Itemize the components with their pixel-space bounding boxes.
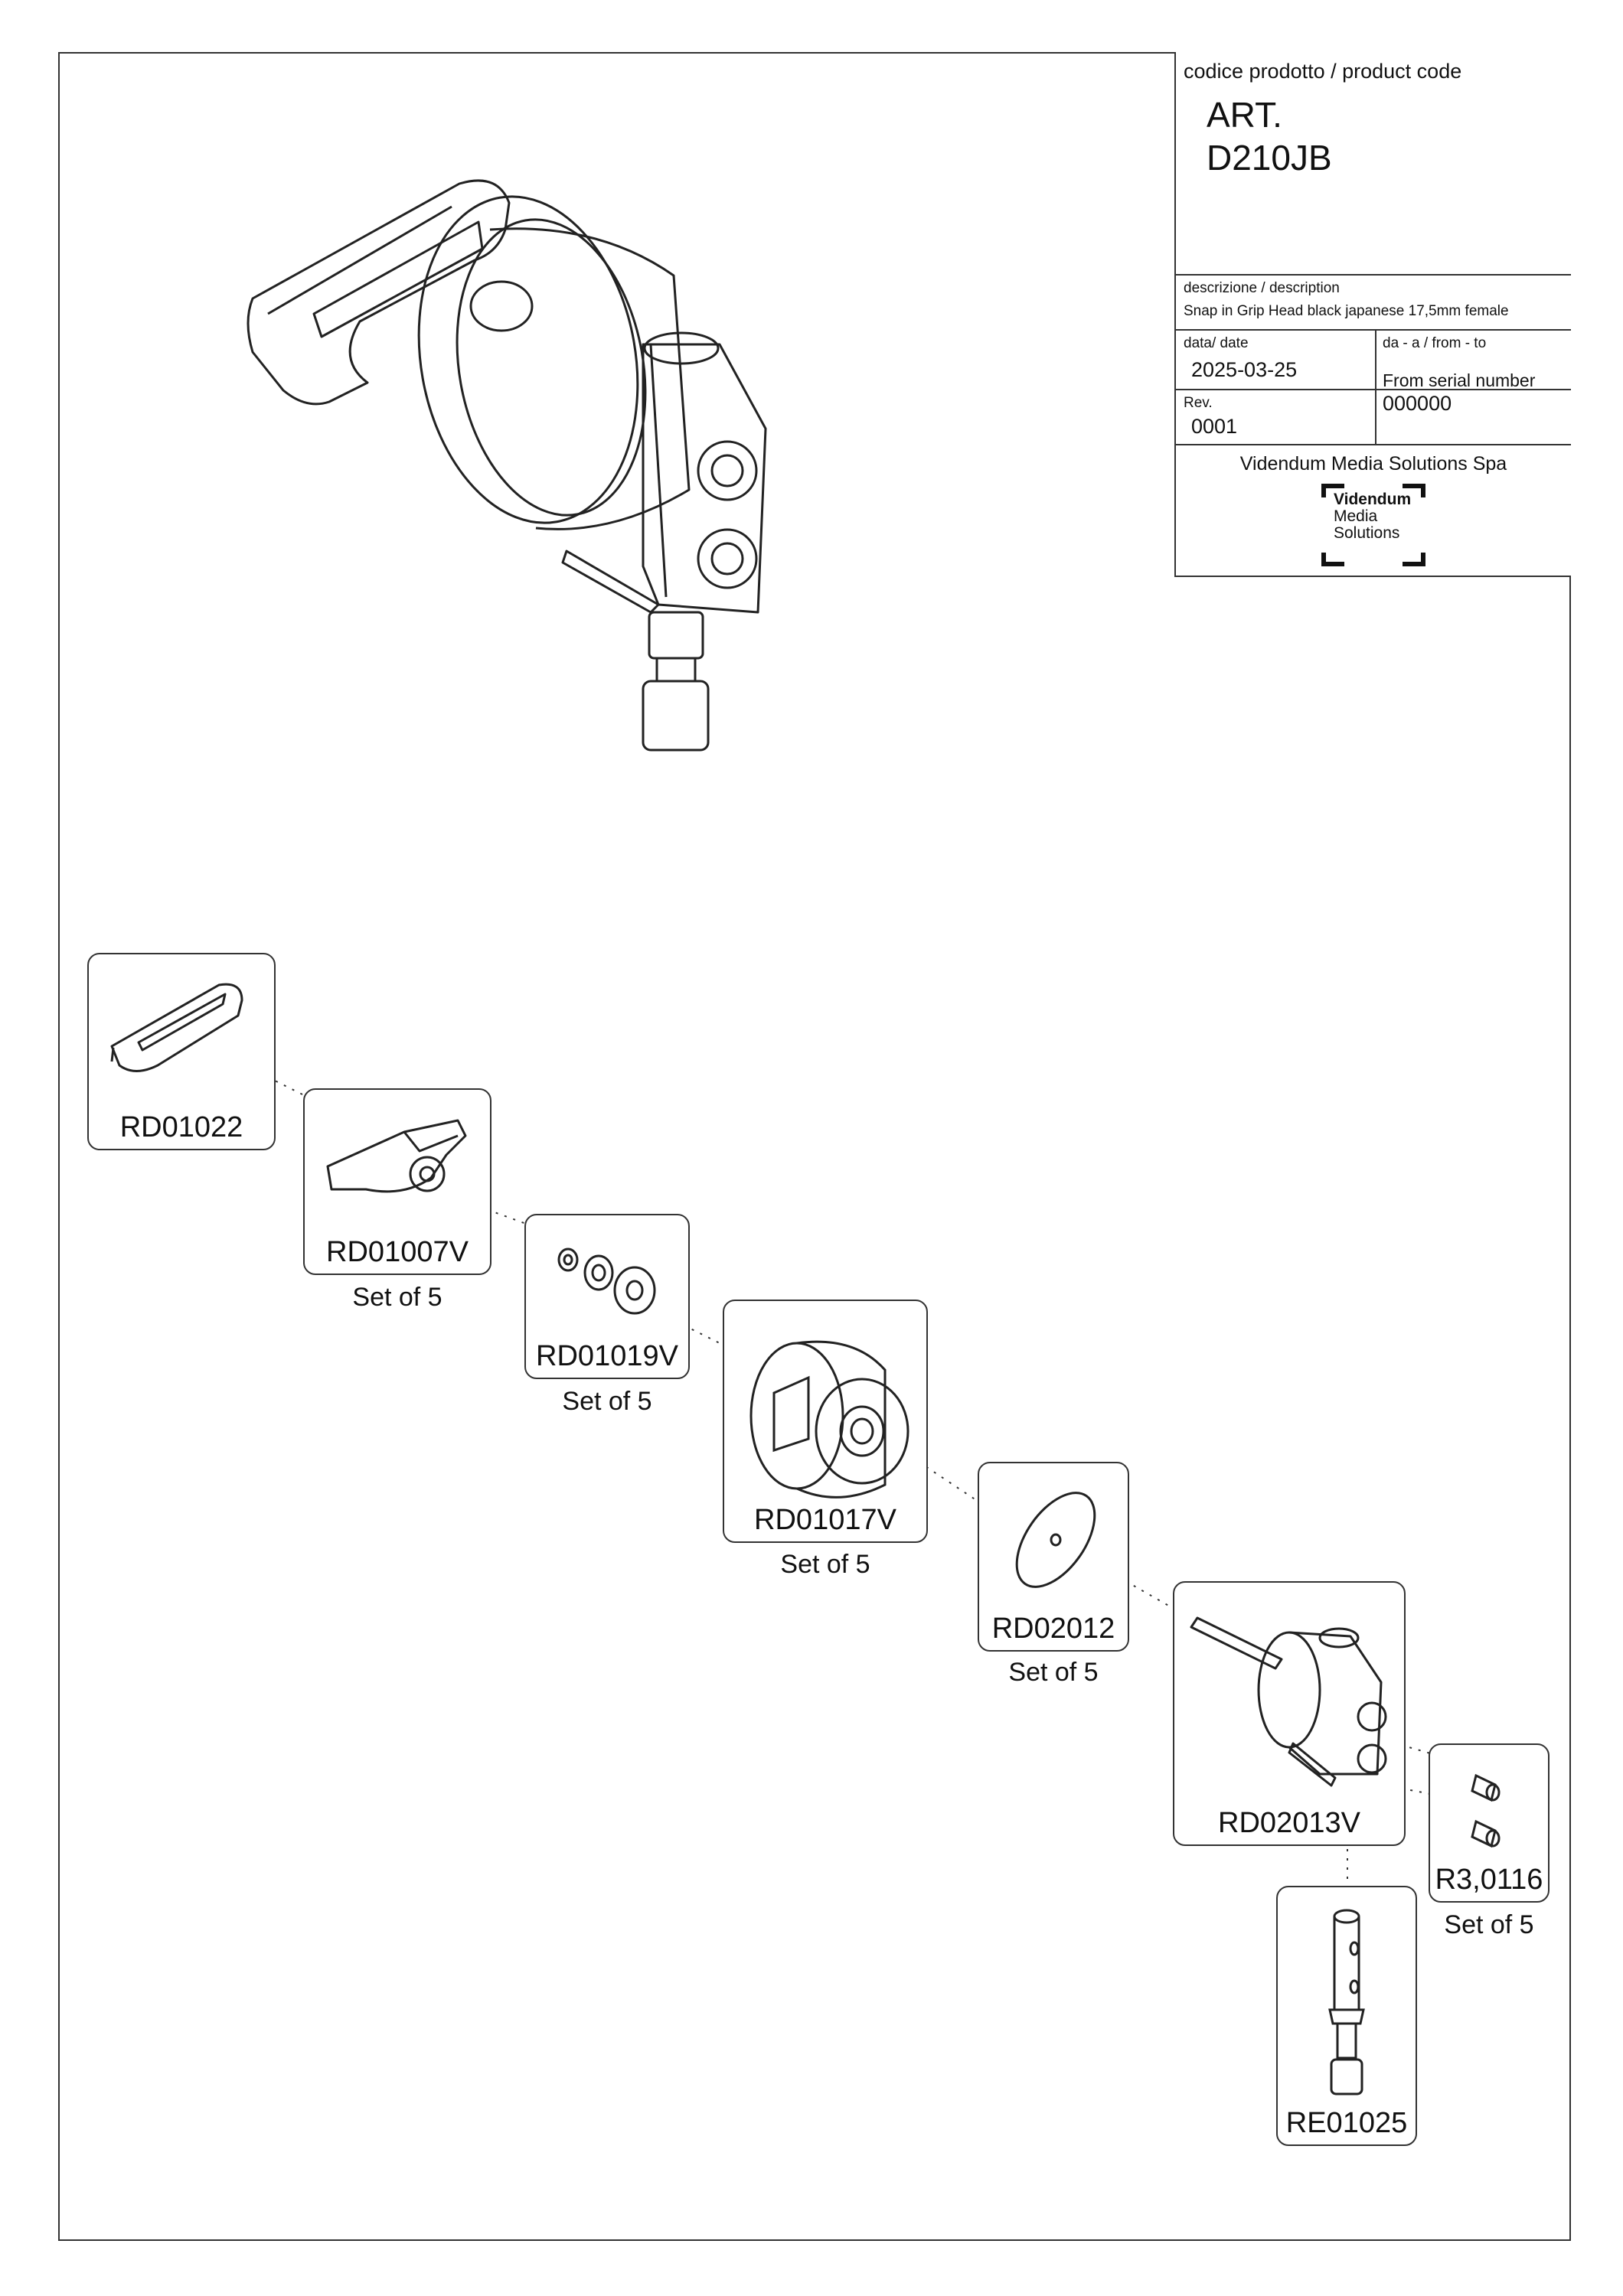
set-label: Set of 5	[562, 1387, 652, 1416]
rev-label: Rev.	[1184, 395, 1213, 411]
product-code-label: codice prodotto / product code	[1184, 60, 1462, 83]
part-card-rd02012: RD02012	[978, 1462, 1129, 1652]
art-label: ART.	[1207, 95, 1282, 135]
logo-line-1: Videndum	[1334, 491, 1412, 508]
set-label: Set of 5	[1444, 1910, 1534, 1939]
part-code: RE01025	[1285, 2107, 1408, 2139]
company-logo: Videndum Media Solutions	[1321, 484, 1425, 566]
product-code: D210JB	[1207, 138, 1332, 178]
from-to-label: da - a / from - to	[1383, 335, 1487, 351]
part-card-rd01017v: RD01017V	[723, 1300, 928, 1543]
part-card-rd01019v: RD01019V	[524, 1214, 690, 1379]
rev-value: 0001	[1191, 415, 1238, 438]
part-card-rd01022: RD01022	[87, 953, 276, 1150]
logo-line-2: Media	[1334, 507, 1378, 525]
set-label: Set of 5	[1008, 1658, 1099, 1687]
date-value: 2025-03-25	[1191, 358, 1298, 381]
part-card-re01025: RE01025	[1276, 1886, 1417, 2146]
set-label: Set of 5	[780, 1550, 870, 1579]
part-card-r30116: R3,0116	[1429, 1743, 1550, 1903]
serial-value: 000000	[1383, 392, 1452, 415]
part-card-rd02013v: RD02013V	[1173, 1581, 1406, 1846]
title-block: codice prodotto / product code ART. D210…	[1174, 52, 1571, 577]
from-serial-label: From serial number	[1383, 370, 1536, 390]
set-label: Set of 5	[352, 1283, 442, 1312]
logo-line-3: Solutions	[1334, 524, 1400, 542]
part-code: R3,0116	[1435, 1864, 1543, 1896]
company-name: Videndum Media Solutions Spa	[1239, 453, 1507, 475]
description: Snap in Grip Head black japanese 17,5mm …	[1184, 303, 1509, 319]
drawing-frame	[58, 52, 1571, 2241]
part-code: RD01019V	[536, 1340, 678, 1372]
part-code: RD01022	[119, 1111, 243, 1143]
part-card-rd01007v: RD01007V	[303, 1088, 491, 1275]
part-code: RD02013V	[1218, 1807, 1360, 1839]
part-code: RD02012	[991, 1613, 1115, 1645]
part-code: RD01007V	[326, 1236, 469, 1268]
date-label: data/ date	[1184, 335, 1249, 351]
part-code: RD01017V	[754, 1504, 896, 1536]
description-label: descrizione / description	[1184, 280, 1340, 296]
